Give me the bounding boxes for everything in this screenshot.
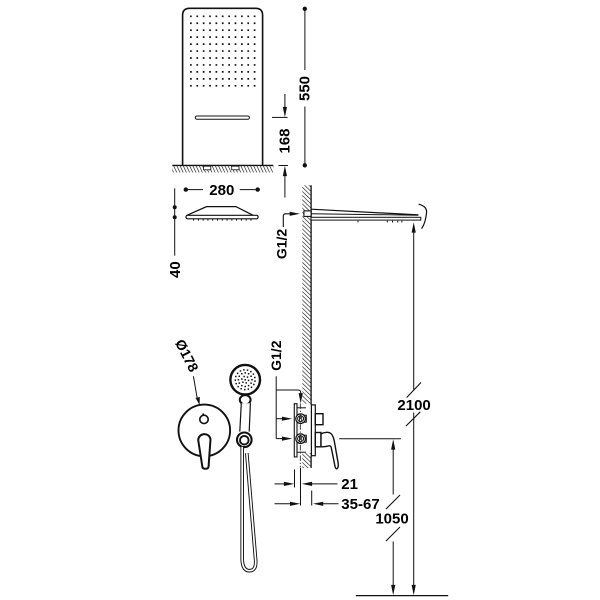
svg-text:168: 168 [277,128,294,153]
svg-text:21: 21 [341,476,358,493]
svg-text:2100: 2100 [397,397,430,414]
svg-text:1050: 1050 [375,511,408,528]
svg-text:550: 550 [296,76,313,101]
svg-text:40: 40 [167,261,184,278]
svg-text:G1/2: G1/2 [274,229,290,260]
svg-text:35-67: 35-67 [341,496,379,513]
svg-text:G1/2: G1/2 [268,340,284,371]
svg-text:280: 280 [209,182,234,199]
